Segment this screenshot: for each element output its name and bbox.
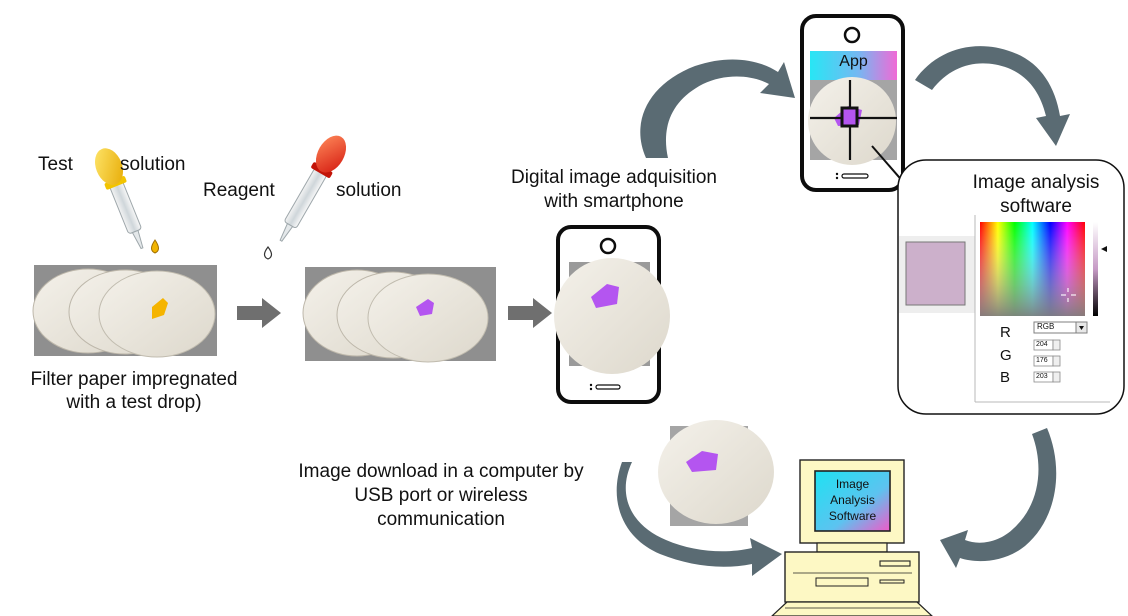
curved-arrow-computer-to-software: [940, 428, 1057, 568]
channel-g-label: G: [1000, 347, 1012, 364]
camera-icon: [843, 26, 861, 44]
filter-paper-photo-reagent: [302, 267, 496, 363]
luminance-slider: [1093, 222, 1098, 316]
monitor-screen: [814, 470, 891, 532]
test-drop-spot: [152, 298, 168, 319]
monitor-text-line2: Analysis: [830, 493, 875, 507]
step-arrow-2: [508, 298, 552, 328]
smartphone-acquisition: [554, 225, 670, 404]
computer: [771, 459, 933, 616]
crosshair-icon: [1061, 288, 1076, 302]
filter-paper-photo-small: [658, 420, 774, 526]
reagent-dropper: [263, 135, 347, 260]
channel-b-value: 203: [1036, 373, 1048, 380]
software-panel: [897, 159, 1125, 415]
app-banner-label: App: [839, 53, 868, 70]
download-caption-line3: communication: [377, 509, 505, 530]
monitor-text-line3: Software: [828, 509, 877, 523]
curved-arrow-to-app: [640, 59, 795, 158]
download-caption-line1: Image download in a computer by: [298, 461, 584, 482]
software-caption-line2: software: [1000, 196, 1072, 217]
software-caption-line1: Image analysis: [972, 172, 1100, 193]
channel-g-value: 176: [1036, 357, 1048, 364]
app-banner: [810, 51, 897, 80]
reagent-solution-label: solution: [336, 180, 402, 201]
curved-arrow-to-computer: [616, 462, 782, 576]
cpu-case: [784, 551, 920, 603]
channel-r-value: 204: [1036, 341, 1048, 348]
monitor-text-line1: Image: [835, 477, 870, 491]
chevron-down-icon: [1079, 326, 1084, 330]
target-reticle: [840, 106, 859, 128]
step-arrow-1: [237, 298, 281, 328]
filter-paper-photo-test: [32, 265, 217, 358]
smartphone-app: [800, 14, 927, 209]
test-drop-icon: [151, 239, 159, 254]
mode-select-value: RGB: [1037, 322, 1055, 331]
test-label: Test: [38, 154, 73, 175]
keyboard: [771, 601, 933, 616]
test-dropper: [95, 148, 159, 254]
camera-icon: [599, 237, 617, 255]
filter-paper-caption-line1: Filter paper impregnated: [30, 369, 238, 390]
curved-arrows: [616, 46, 1070, 576]
slider-pointer-icon: [1101, 246, 1107, 252]
reagent-label: Reagent: [203, 180, 275, 201]
channel-r-label: R: [1000, 324, 1011, 341]
color-swatch: [905, 241, 966, 306]
acquisition-caption-line1: Digital image adquisition: [511, 167, 717, 188]
channel-spinners: [1033, 339, 1061, 383]
test-solution-label: solution: [120, 154, 186, 175]
download-caption-line2: USB port or wireless: [354, 485, 528, 506]
filter-paper-caption-line2: with a test drop): [66, 392, 202, 413]
channel-b-label: B: [1000, 369, 1011, 386]
reagent-drop-icon: [263, 246, 273, 260]
curved-arrow-to-software: [915, 46, 1070, 146]
reagent-spot: [416, 299, 434, 316]
acquisition-caption-line2: with smartphone: [544, 191, 684, 212]
